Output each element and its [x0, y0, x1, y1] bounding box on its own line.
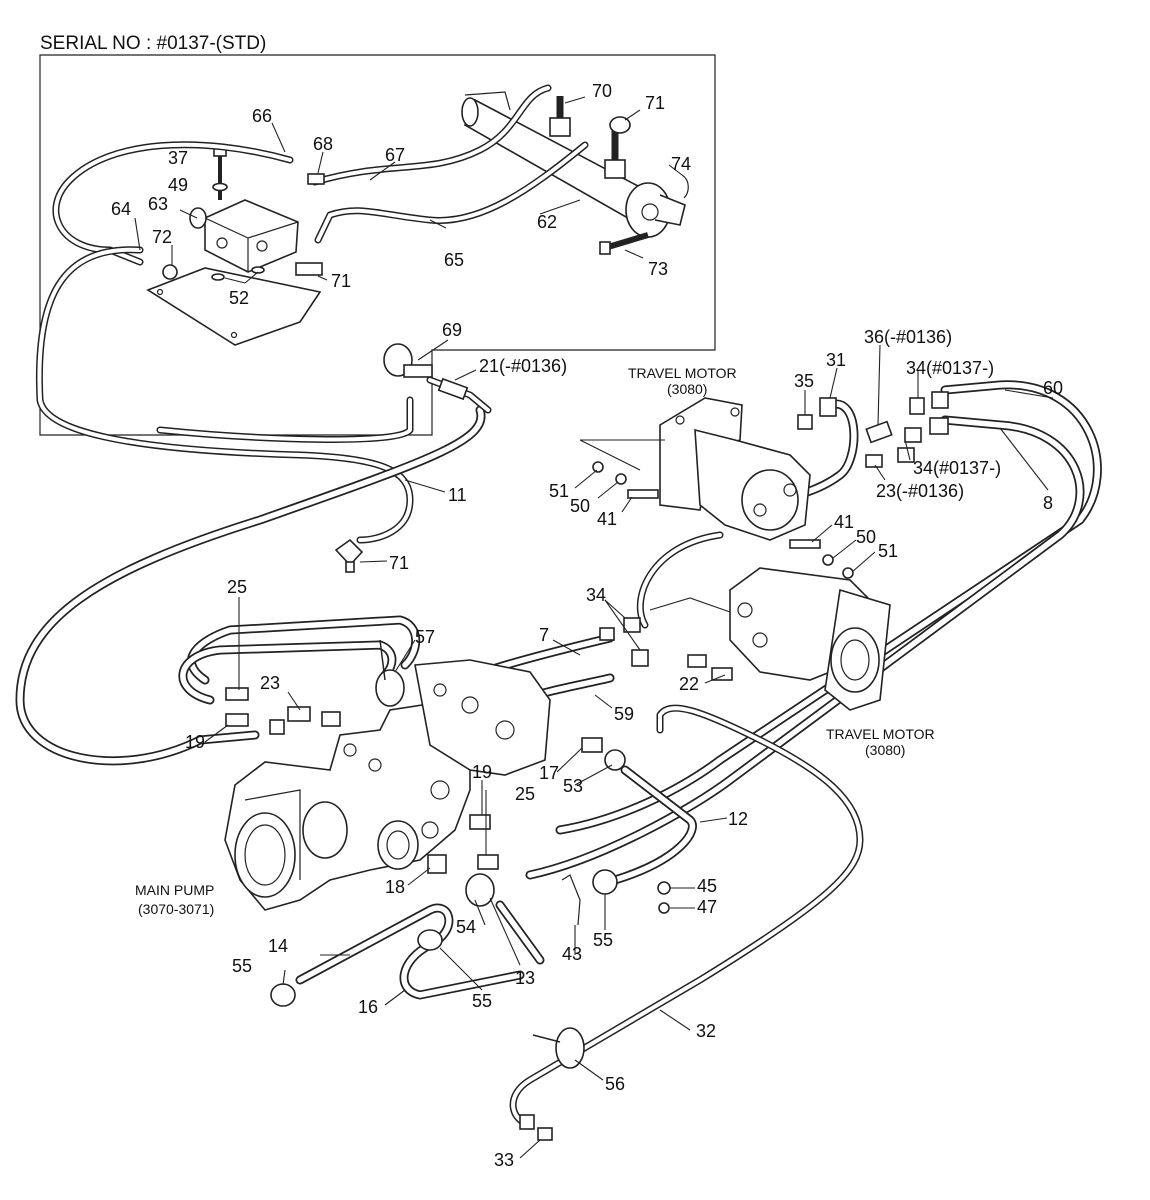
callout: 71 — [331, 271, 351, 291]
callout: 47 — [697, 897, 717, 917]
fittings — [225, 343, 949, 1141]
callout: 70 — [592, 81, 612, 101]
callout: 67 — [385, 145, 405, 165]
callout: 72 — [152, 227, 172, 247]
travel-motor-lower-label: TRAVEL MOTOR — [826, 726, 935, 742]
callout: 66 — [252, 106, 272, 126]
callout: 31 — [826, 350, 846, 370]
callout: 51 — [878, 541, 898, 561]
inset-valve-assembly — [52, 84, 689, 346]
travel-motor-upper-label: TRAVEL MOTOR — [628, 365, 737, 381]
callout: 63 — [148, 194, 168, 214]
callout: 11 — [448, 485, 467, 505]
callout: 51 — [549, 481, 569, 501]
mounting-plate — [146, 267, 322, 346]
inset-frame — [39, 54, 716, 436]
callout: 65 — [444, 250, 464, 270]
callout: 62 — [537, 212, 557, 232]
callout: 55 — [232, 956, 252, 976]
callout: 56 — [605, 1074, 625, 1094]
callouts: 70 71 66 68 67 37 74 49 63 64 62 72 65 7… — [111, 81, 1063, 1170]
callout: 59 — [614, 704, 634, 724]
main-pump-label: MAIN PUMP — [135, 882, 214, 898]
cylinder-port-lower — [604, 159, 626, 179]
callout: 25 — [515, 784, 535, 804]
callout: 60 — [1043, 378, 1063, 398]
callout: 54 — [456, 917, 476, 937]
cylinder-port-upper — [549, 117, 571, 137]
callout: 18 — [385, 877, 405, 897]
callout: 23 — [260, 673, 280, 693]
callout: 17 — [539, 763, 559, 783]
callout: 55 — [593, 930, 613, 950]
callout: 45 — [697, 876, 717, 896]
callout: 25 — [227, 577, 247, 597]
callout: 73 — [648, 259, 668, 279]
main-pump — [224, 659, 551, 911]
callout: 19 — [472, 762, 492, 782]
callout: 71 — [389, 553, 409, 573]
leader-lines — [134, 96, 1054, 1159]
callout: 68 — [313, 134, 333, 154]
travel-motor-upper — [579, 397, 811, 541]
callout: 49 — [168, 175, 188, 195]
callout: 33 — [494, 1150, 514, 1170]
callout: 69 — [442, 320, 462, 340]
callout: 50 — [570, 496, 590, 516]
callout: 34(#0137-) — [913, 458, 1001, 478]
callout: 36(-#0136) — [864, 327, 952, 347]
callout: 19 — [185, 732, 205, 752]
callout: 52 — [229, 288, 249, 308]
travel-motor-lower — [649, 567, 891, 711]
callout: 43 — [562, 944, 582, 964]
callout: 16 — [358, 997, 378, 1017]
callout: 12 — [728, 809, 748, 829]
callout: 34 — [586, 585, 606, 605]
callout: 14 — [268, 936, 288, 956]
callout: 13 — [515, 968, 535, 988]
serial-number-title: SERIAL NO : #0137-(STD) — [40, 33, 266, 54]
travel-motor-upper-ref: (3080) — [667, 381, 707, 397]
callout: 57 — [415, 627, 435, 647]
callout: 41 — [597, 509, 617, 529]
callout: 50 — [856, 527, 876, 547]
callout: 37 — [168, 148, 188, 168]
callout: 7 — [539, 625, 549, 645]
callout: 35 — [794, 371, 814, 391]
callout: 21(-#0136) — [479, 356, 567, 376]
main-pump-ref: (3070-3071) — [138, 901, 214, 917]
callout: 22 — [679, 674, 699, 694]
callout: 74 — [671, 154, 691, 174]
callout: 71 — [645, 93, 665, 113]
callout: 34(#0137-) — [906, 358, 994, 378]
callout: 55 — [472, 991, 492, 1011]
callout: 41 — [834, 512, 854, 532]
callout: 64 — [111, 199, 131, 219]
travel-motor-lower-ref: (3080) — [865, 742, 905, 758]
callout: 53 — [563, 776, 583, 796]
callout: 32 — [696, 1021, 716, 1041]
callout: 23(-#0136) — [876, 481, 964, 501]
valve-block — [204, 199, 299, 273]
callout: 8 — [1043, 493, 1053, 513]
hydraulic-hoses — [15, 246, 1102, 1129]
